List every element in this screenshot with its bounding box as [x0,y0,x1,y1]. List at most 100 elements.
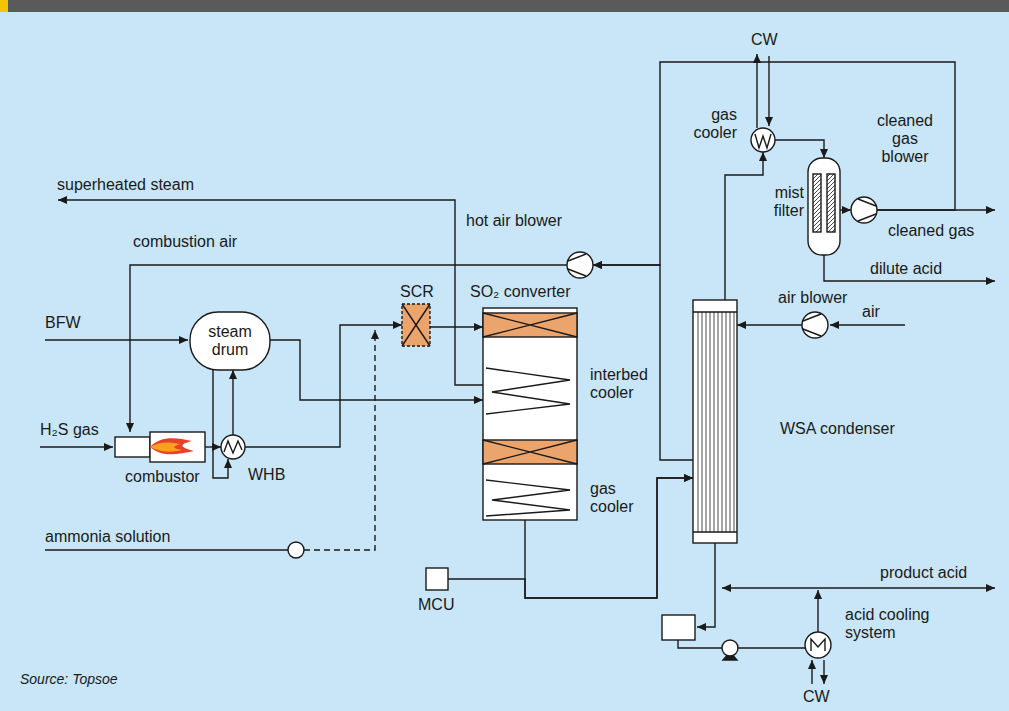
process-line [756,54,757,128]
equipment-symbol [486,480,570,516]
equipment-symbol [803,314,821,336]
process-connector [775,140,824,158]
equipment-symbol [483,440,577,464]
process-line [811,660,812,684]
stream-label: cleaned gas [888,222,974,240]
process-connector [232,370,233,435]
stream-label: dilute acid [870,260,942,278]
equipment-symbol [802,312,828,338]
part-label: gas cooler [590,480,640,516]
equipment-symbol [805,632,831,658]
equipment-symbol [402,304,430,346]
blower-symbol: air blower [802,312,828,338]
equipment-symbol [150,432,205,462]
header-bar [0,0,1009,12]
equipment-label: hot air blower [466,212,562,230]
stream-label: combustion air [133,233,237,251]
equipment-symbol [695,312,735,532]
equipment-symbol [858,199,876,221]
equipment-symbol [402,304,430,346]
equipment-symbol [483,313,577,337]
equipment-symbol [115,437,150,457]
converter-vessel: SO₂ converter [483,308,577,520]
process-connector [840,209,851,210]
process-line [697,543,715,627]
process-line [768,56,769,126]
gas-cooler: gas cooler [751,128,775,152]
process-connector [270,340,483,400]
equipment-symbol [851,197,877,223]
equipment-symbol [662,615,695,640]
equipment-symbol [722,640,738,656]
stream-label: product acid [880,564,967,582]
steam-drum: steam drum [190,312,270,370]
condenser-vessel: WSA condenser [693,300,737,543]
process-line [40,446,113,447]
equipment-symbol [288,542,304,558]
header-bar [0,0,8,12]
process-line [45,339,188,340]
stream-label: H₂S gas [40,421,99,439]
process-line [58,200,483,385]
heat-exchanger: WHB [221,435,245,459]
equipment-symbol [693,300,737,543]
process-connector [593,265,693,460]
process-connector [245,325,402,447]
process-line [40,54,995,684]
equipment-symbol [150,442,182,451]
equipment-symbol [150,438,194,454]
process-line [678,640,722,648]
stream-label: BFW [45,314,81,332]
equipment-symbol [115,128,877,660]
process-connector [525,478,693,598]
equipment-symbol [827,174,835,232]
equipment-symbol [568,254,586,276]
equipment-symbol [755,134,771,148]
equipment-symbol [808,158,840,255]
utility-label: CW [803,688,830,706]
source-note: Source: Topsoe [20,670,118,688]
equipment-label: combustor [125,468,200,486]
equipment-label: SO₂ converter [470,283,570,301]
equipment-label: cleaned gas blower [868,112,942,166]
equipment-symbol [813,174,821,232]
equipment-symbol [486,368,570,414]
process-connector [430,326,483,327]
combustor-box: combustor [115,432,205,462]
process-line [45,549,288,550]
equipment-label: acid cooling system [845,606,955,642]
equipment-symbol [567,252,593,278]
equipment-label: SCR [400,283,434,301]
equipment-label: gas cooler [683,106,737,142]
process-connector [213,370,228,478]
process-line [830,324,905,325]
equipment-label: WHB [248,466,285,484]
equipment-symbol [224,441,242,453]
equipment-label: mist filter [762,184,804,220]
equipment-symbol [483,440,577,464]
equipment-symbol [190,312,270,370]
part-label: interbed cooler [590,366,665,402]
acid-cooler: acid cooling system [805,632,831,658]
process-connector [448,478,693,598]
process-connector [725,152,763,300]
mcu-box: MCU [426,568,448,590]
blower-symbol: cleaned gas blower [851,197,877,223]
equipment-label: steam drum [190,323,270,359]
process-line [824,255,995,281]
equipment-symbol [426,568,448,590]
scr-reactor: SCR [402,304,430,346]
equipment-label: air blower [778,289,847,307]
equipment-label: MCU [418,596,454,614]
stream-label: ammonia solution [45,528,170,546]
equipment-symbol [221,435,245,459]
equipment-label: WSA condenser [780,420,895,438]
equipment-symbol [483,308,577,520]
process-line [823,660,824,684]
process-line [738,647,805,648]
process-connector [737,324,802,325]
equipment-symbol [483,313,577,337]
